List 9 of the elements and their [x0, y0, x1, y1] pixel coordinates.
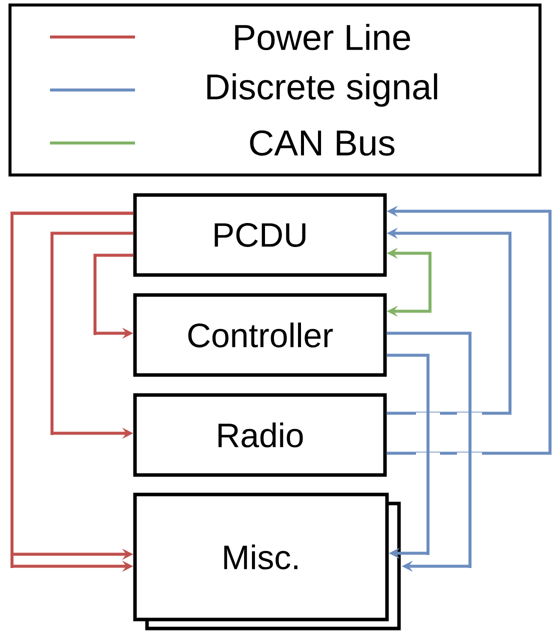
process-box: Controller [133, 293, 387, 377]
process-box: Radio [133, 393, 387, 477]
arrow [386, 354, 430, 559]
arrow [386, 332, 472, 572]
process-box: PCDU [133, 193, 387, 277]
stacked-box: Misc. [133, 492, 401, 630]
legend-label: Discrete signal [207, 73, 438, 107]
legend-label: Power Line [235, 24, 410, 50]
legend-label: CAN Bus [250, 130, 394, 156]
